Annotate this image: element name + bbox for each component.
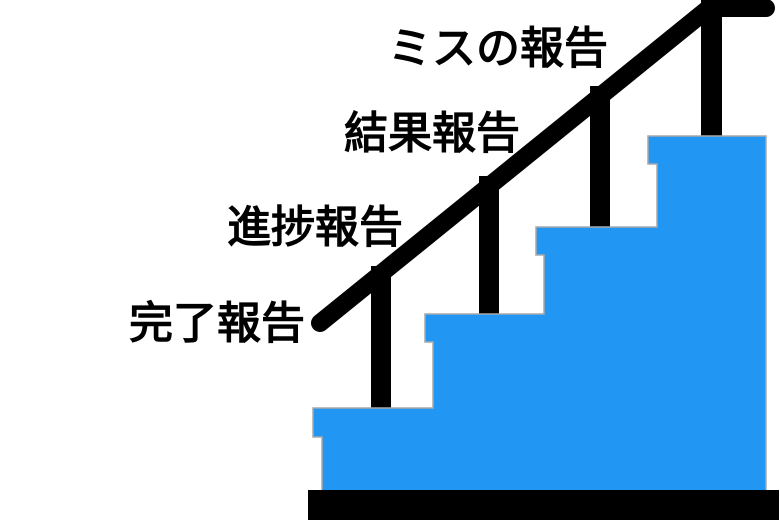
handrail xyxy=(311,0,775,332)
base-bar xyxy=(308,490,779,520)
label-completion-report: 完了報告 xyxy=(129,298,305,349)
label-result-report: 結果報告 xyxy=(344,108,520,159)
label-mistake-report: ミスの報告 xyxy=(388,23,608,74)
baluster-3 xyxy=(590,86,610,231)
baluster-4 xyxy=(701,0,722,140)
label-progress-report: 進捗報告 xyxy=(227,202,403,253)
staircase-steps xyxy=(312,135,767,501)
baluster-2 xyxy=(479,176,499,317)
baluster-1 xyxy=(371,266,391,412)
